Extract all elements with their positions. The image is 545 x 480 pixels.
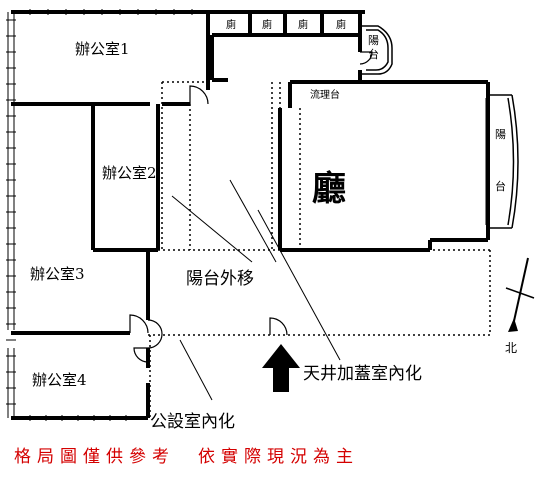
balcony-right-shape	[485, 94, 519, 229]
label-office3: 辦公室3	[30, 265, 85, 283]
label-office1: 辦公室1	[75, 40, 130, 58]
disclaimer-text: 格局圖僅供參考 依實際現況為主	[14, 447, 359, 467]
dotted-boundaries	[148, 81, 491, 418]
leader-lines	[171, 179, 341, 401]
label-office2: 辦公室2	[102, 164, 157, 182]
label-toilet-2: 廁	[262, 18, 272, 31]
north-arrow	[505, 257, 535, 332]
label-balcony-right: 陽台	[495, 128, 506, 193]
label-toilet-3: 廁	[298, 18, 308, 31]
annotation-atrium-enclosed: 天井加蓋室內化	[303, 364, 422, 384]
annotation-common-enclosed: 公設室內化	[150, 412, 235, 432]
left-windows	[7, 12, 15, 418]
label-hall: 廳	[312, 169, 346, 209]
doors	[129, 51, 373, 363]
label-balcony-top: 陽台	[368, 34, 379, 61]
up-arrow-icon	[262, 344, 300, 392]
annotation-balcony-move: 陽台外移	[186, 269, 254, 289]
balcony-top-shape	[362, 25, 393, 75]
label-north: 北	[505, 341, 517, 355]
label-toilet-4: 廁	[336, 18, 346, 31]
label-office4: 辦公室4	[32, 371, 87, 389]
label-toilet-1: 廁	[226, 18, 236, 31]
label-pantry: 流理台	[310, 88, 340, 101]
